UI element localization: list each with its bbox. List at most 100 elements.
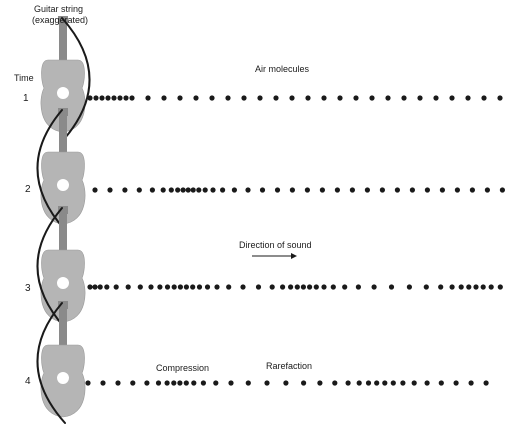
air-molecule [213, 380, 219, 386]
air-molecule [466, 284, 472, 290]
air-molecule [469, 187, 475, 193]
air-molecule [123, 95, 129, 101]
air-molecule [438, 284, 444, 290]
air-molecule [196, 284, 203, 290]
air-molecule [225, 95, 231, 101]
air-molecule [168, 187, 174, 193]
vibrating-string [36, 109, 66, 231]
air-molecule [300, 284, 306, 290]
air-molecule [220, 187, 226, 193]
air-molecule [353, 95, 359, 101]
air-molecule [499, 187, 505, 193]
air-molecule [97, 284, 103, 290]
rarefaction-label: Rarefaction [266, 361, 313, 371]
air-molecule [190, 187, 196, 193]
air-molecule [175, 187, 181, 193]
compression-label: Compression [156, 363, 210, 373]
air-molecule [289, 95, 295, 101]
air-molecule [473, 284, 479, 290]
air-molecule [99, 95, 105, 101]
air-molecule [411, 380, 417, 386]
air-molecule [497, 284, 503, 290]
time-1-label: 1 [23, 93, 29, 104]
vibrating-string [36, 302, 66, 424]
air-molecule [454, 187, 460, 193]
air-molecule [245, 187, 251, 193]
air-molecule [439, 187, 445, 193]
air-molecule [149, 187, 155, 193]
sound-hole [57, 179, 69, 191]
air-molecule [321, 284, 327, 290]
air-molecule [136, 187, 142, 193]
air-molecule [497, 95, 503, 101]
air-molecule [177, 284, 183, 290]
air-molecule [342, 284, 348, 290]
air-molecule [424, 380, 430, 386]
air-molecule [87, 95, 93, 101]
air-molecule [345, 380, 351, 386]
air-molecule [177, 380, 183, 386]
air-molecule [241, 95, 247, 101]
air-molecule [483, 380, 489, 386]
air-molecule [117, 95, 123, 101]
air-molecule [433, 95, 439, 101]
air-molecule [321, 95, 327, 101]
air-molecule [196, 187, 202, 193]
vibrating-string [61, 17, 91, 139]
molecule-row-4 [85, 380, 489, 386]
sound-hole [57, 87, 69, 99]
air-molecule [374, 380, 380, 386]
air-molecule [371, 284, 377, 290]
time-4-label: 4 [25, 376, 31, 387]
air-molecule [394, 187, 400, 193]
air-molecule [129, 95, 135, 101]
air-molecule [319, 187, 325, 193]
air-molecule [157, 284, 163, 290]
guitar-head [58, 108, 68, 116]
air-molecule [301, 380, 307, 386]
air-molecule [379, 187, 385, 193]
air-molecule [107, 187, 113, 193]
air-molecule [453, 380, 459, 386]
air-molecule [449, 95, 455, 101]
air-molecule [180, 187, 186, 193]
air-molecule [161, 95, 167, 101]
sound-hole [57, 277, 69, 289]
air-molecule [294, 284, 300, 290]
air-molecule [202, 187, 208, 193]
air-molecule [273, 95, 279, 101]
molecule-row-2 [92, 187, 505, 193]
air-molecule [177, 95, 183, 101]
air-molecule [332, 380, 338, 386]
air-molecule [191, 380, 197, 386]
air-molecule [349, 187, 355, 193]
air-molecule [92, 284, 98, 290]
air-molecule [209, 95, 215, 101]
guitar-3 [36, 206, 86, 329]
air-molecule [130, 380, 136, 386]
air-molecule [288, 284, 294, 290]
air-molecule [269, 284, 275, 290]
air-molecules-label: Air molecules [255, 64, 310, 74]
molecule-row-3 [87, 284, 503, 290]
air-molecule [92, 187, 98, 193]
air-molecule [93, 95, 99, 101]
air-molecule [137, 284, 143, 290]
air-molecule [105, 95, 111, 101]
air-molecule [388, 284, 395, 290]
guitar-neck [59, 305, 67, 351]
air-molecule [305, 95, 311, 101]
air-molecule [231, 187, 237, 193]
air-molecule [193, 95, 199, 101]
guitar-head [58, 301, 68, 309]
air-molecule [417, 95, 423, 101]
air-molecule [214, 284, 220, 290]
air-molecule [304, 187, 310, 193]
molecule-row-1 [87, 95, 503, 101]
guitars-group [36, 16, 91, 424]
air-molecule [259, 187, 266, 193]
air-molecule [87, 284, 93, 290]
air-molecule [409, 187, 415, 193]
